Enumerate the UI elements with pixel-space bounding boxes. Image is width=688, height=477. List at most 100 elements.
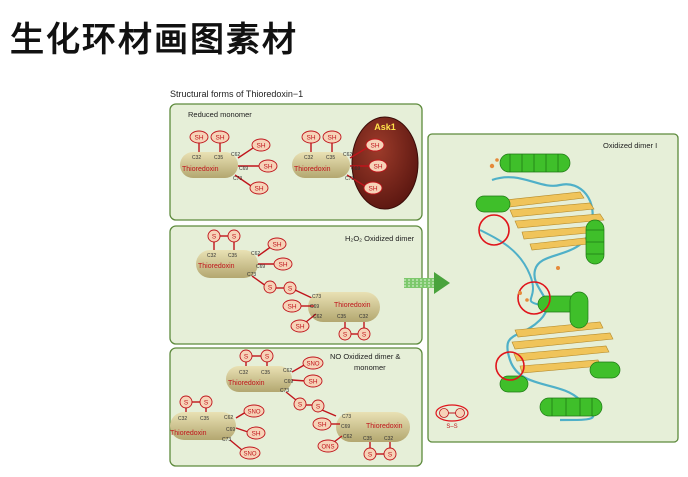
sh-node bbox=[365, 138, 385, 152]
s-node bbox=[227, 229, 241, 243]
svg-text:C32: C32 bbox=[359, 314, 368, 320]
disulfide-highlight bbox=[495, 351, 525, 381]
sh-node bbox=[368, 159, 388, 173]
crystal-structure-ribbon bbox=[475, 153, 621, 422]
sh-node bbox=[290, 319, 310, 333]
svg-text:C32: C32 bbox=[384, 436, 393, 442]
svg-text:Thioredoxin: Thioredoxin bbox=[294, 166, 331, 173]
s-node bbox=[179, 395, 193, 409]
sh-node bbox=[246, 426, 266, 440]
sh-node bbox=[303, 374, 323, 388]
svg-text:S: S bbox=[362, 332, 367, 339]
sh-node bbox=[267, 237, 287, 251]
s-node bbox=[239, 349, 253, 363]
sh-node bbox=[249, 181, 269, 195]
thioredoxin-reduced-left: SH SH SH SH SH C32 C35 C62 C69 C73 Thior… bbox=[180, 130, 278, 195]
thioredoxin-body bbox=[308, 292, 380, 322]
thioredoxin-body bbox=[170, 412, 236, 440]
svg-text:C32: C32 bbox=[207, 253, 216, 259]
svg-text:S: S bbox=[316, 404, 321, 411]
svg-text:S: S bbox=[232, 234, 237, 241]
svg-text:C73: C73 bbox=[247, 272, 256, 278]
svg-text:SH: SH bbox=[287, 304, 296, 311]
svg-text:SH: SH bbox=[256, 143, 265, 150]
svg-text:C32: C32 bbox=[239, 370, 248, 376]
s-node bbox=[363, 447, 377, 461]
svg-text:C73: C73 bbox=[342, 414, 351, 420]
s-node bbox=[199, 395, 213, 409]
svg-text:S: S bbox=[343, 332, 348, 339]
sh-node bbox=[363, 181, 383, 195]
s-node bbox=[263, 280, 277, 294]
sno-node bbox=[243, 404, 265, 418]
svg-text:C62: C62 bbox=[313, 314, 322, 320]
svg-text:S: S bbox=[184, 400, 189, 407]
svg-text:C73: C73 bbox=[233, 176, 242, 182]
svg-text:SH: SH bbox=[327, 135, 336, 142]
svg-text:ONS: ONS bbox=[321, 445, 334, 451]
s-node bbox=[283, 281, 297, 295]
sh-node bbox=[282, 299, 302, 313]
svg-text:C73: C73 bbox=[280, 388, 289, 394]
ss-legend-label: S–S bbox=[446, 424, 457, 430]
svg-text:C32: C32 bbox=[304, 155, 313, 161]
svg-text:SH: SH bbox=[263, 164, 272, 171]
svg-text:SH: SH bbox=[370, 143, 379, 150]
svg-text:Thioredoxin: Thioredoxin bbox=[334, 302, 371, 309]
svg-text:C73: C73 bbox=[222, 437, 231, 443]
disulfide-highlight bbox=[478, 214, 510, 246]
s-node bbox=[383, 447, 397, 461]
sh-node bbox=[312, 417, 332, 431]
ask1-label: Ask1 bbox=[374, 122, 396, 132]
sh-node bbox=[258, 159, 278, 173]
svg-text:SH: SH bbox=[278, 262, 287, 269]
svg-text:S: S bbox=[388, 452, 393, 459]
sh-node bbox=[210, 130, 230, 144]
panel-crystal-structure bbox=[427, 133, 679, 443]
svg-text:SH: SH bbox=[306, 135, 315, 142]
svg-text:C62: C62 bbox=[283, 368, 292, 374]
figure-title: Structural forms of Thioredoxin−1 bbox=[170, 89, 303, 99]
svg-text:C73: C73 bbox=[312, 294, 321, 300]
svg-text:C62: C62 bbox=[231, 152, 240, 158]
svg-text:C35: C35 bbox=[326, 155, 335, 161]
panel-label-reduced: Reduced monomer bbox=[188, 110, 252, 119]
svg-text:SH: SH bbox=[317, 422, 326, 429]
svg-text:S: S bbox=[298, 402, 303, 409]
thioredoxin-no-right: SH ONS S S C73 C69 C62 C35 C32 Thioredox… bbox=[312, 412, 410, 461]
s-node bbox=[311, 399, 325, 413]
thioredoxin-body bbox=[196, 250, 258, 278]
svg-text:S: S bbox=[368, 452, 373, 459]
thioredoxin-no-top: S S SNO SH C32 C35 C62 C69 C73 Thioredox… bbox=[226, 349, 324, 394]
thioredoxin-body bbox=[180, 152, 238, 178]
svg-text:SH: SH bbox=[373, 164, 382, 171]
svg-text:S: S bbox=[212, 234, 217, 241]
svg-text:C73: C73 bbox=[345, 176, 354, 182]
svg-text:C69: C69 bbox=[256, 264, 265, 270]
svg-text:Thioredoxin: Thioredoxin bbox=[198, 263, 235, 270]
panel-label-no-2: monomer bbox=[354, 363, 386, 372]
svg-text:SH: SH bbox=[254, 186, 263, 193]
svg-text:C35: C35 bbox=[214, 155, 223, 161]
svg-text:C62: C62 bbox=[343, 152, 352, 158]
svg-text:Thioredoxin: Thioredoxin bbox=[228, 380, 265, 387]
sh-node bbox=[301, 130, 321, 144]
disulfide-highlight bbox=[517, 281, 551, 315]
s-node bbox=[455, 408, 465, 418]
ons-node bbox=[317, 439, 339, 453]
svg-text:SNO: SNO bbox=[243, 452, 256, 458]
svg-text:C35: C35 bbox=[337, 314, 346, 320]
transition-arrow bbox=[404, 272, 450, 294]
svg-text:S: S bbox=[244, 354, 249, 361]
svg-text:SH: SH bbox=[272, 242, 281, 249]
svg-text:S: S bbox=[288, 286, 293, 293]
s-node bbox=[260, 349, 274, 363]
panel-label-crystal: Oxidized dimer I bbox=[603, 141, 657, 150]
svg-text:SH: SH bbox=[308, 379, 317, 386]
sh-node bbox=[322, 130, 342, 144]
svg-text:C32: C32 bbox=[178, 416, 187, 422]
s-node bbox=[338, 327, 352, 341]
svg-text:SNO: SNO bbox=[306, 362, 319, 368]
sh-node bbox=[273, 257, 293, 271]
svg-text:C35: C35 bbox=[261, 370, 270, 376]
